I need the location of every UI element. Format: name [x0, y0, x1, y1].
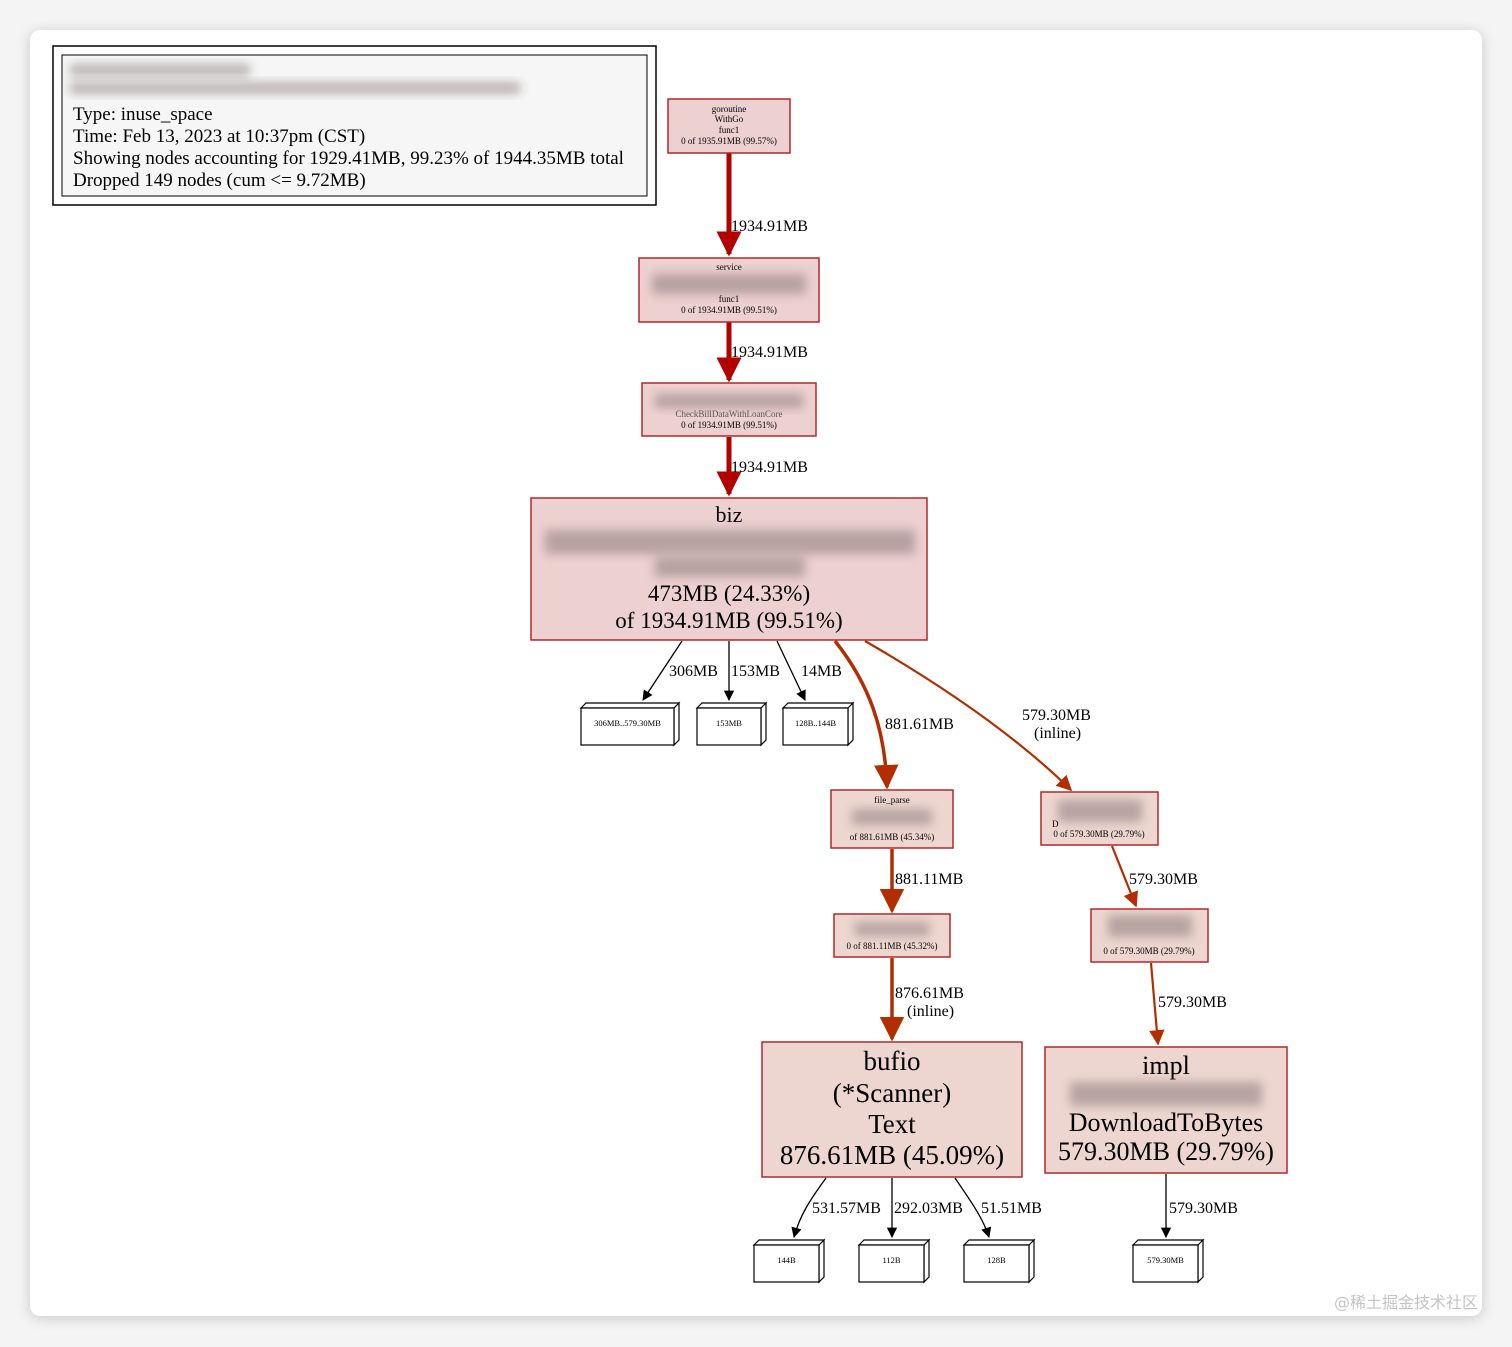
svg-text:DownloadToBytes: DownloadToBytes	[1069, 1108, 1264, 1137]
leaf-biz-3[interactable]: 128B..144B	[781, 701, 855, 747]
node-check[interactable]: CheckBillDataWithLoanCore 0 of 1934.91MB…	[641, 382, 817, 437]
svg-text:biz: biz	[716, 502, 743, 527]
edge-label: 1934.91MB	[731, 218, 808, 235]
edge-label: 1934.91MB	[731, 344, 808, 361]
svg-text:0 of 579.30MB (29.79%): 0 of 579.30MB (29.79%)	[1103, 946, 1194, 956]
svg-text:(*Scanner): (*Scanner)	[833, 1078, 951, 1108]
edge-bufio-leaf3[interactable]	[954, 1177, 992, 1238]
nodes: goroutine WithGo func1 0 of 1935.91MB (9…	[530, 98, 1288, 1178]
leaf-bufio-3[interactable]: 128B	[962, 1238, 1036, 1284]
edge-label: 881.11MB	[895, 871, 963, 888]
node-biz[interactable]: biz 473MB (24.33%) of 1934.91MB (99.51%)	[530, 497, 928, 641]
edge-biz-fileparse[interactable]	[833, 639, 899, 790]
node-bufio-flat: 876.61MB (45.09%)	[780, 1140, 1004, 1170]
svg-text:of 881.61MB (45.34%): of 881.61MB (45.34%)	[850, 832, 935, 842]
leaf-impl-1[interactable]: 579.30MB	[1131, 1238, 1205, 1284]
edge-label: 531.57MB	[812, 1200, 881, 1217]
edge-label: 153MB	[731, 663, 780, 680]
node-file-parse[interactable]: file_parse of 881.61MB (45.34%)	[830, 789, 954, 849]
svg-text:WithGo: WithGo	[715, 114, 744, 124]
callgraph-svg: Type: inuse_space Time: Feb 13, 2023 at …	[52, 45, 1288, 1284]
edge-label: 579.30MB	[1022, 707, 1091, 724]
svg-text:D: D	[1052, 819, 1059, 829]
svg-text:func1: func1	[719, 294, 740, 304]
watermark: @稀土掘金技术社区	[1333, 1293, 1478, 1312]
leaf-bufio-2[interactable]: 112B	[857, 1238, 931, 1284]
edge-label: 579.30MB	[1169, 1200, 1238, 1217]
svg-text:128B: 128B	[987, 1255, 1006, 1265]
node-biz-cum: of 1934.91MB (99.51%)	[615, 608, 842, 633]
svg-text:144B: 144B	[777, 1255, 796, 1265]
edge-biz-right1[interactable]	[864, 640, 1073, 792]
edge-label-inline: (inline)	[907, 1003, 954, 1020]
edge-right1-right2[interactable]	[1110, 845, 1139, 908]
legend: Type: inuse_space Time: Feb 13, 2023 at …	[52, 45, 657, 206]
edge-label: 579.30MB	[1158, 994, 1227, 1011]
edge-label-inline: (inline)	[1034, 725, 1081, 742]
node-goroutine[interactable]: goroutine WithGo func1 0 of 1935.91MB (9…	[667, 98, 791, 154]
legend-type: Type: inuse_space	[73, 104, 213, 125]
svg-text:0 of 1934.91MB (99.51%): 0 of 1934.91MB (99.51%)	[681, 420, 777, 430]
svg-text:306MB..579.30MB: 306MB..579.30MB	[594, 718, 661, 728]
leaf-bufio-1[interactable]: 144B	[752, 1238, 826, 1284]
legend-showing: Showing nodes accounting for 1929.41MB, …	[73, 148, 624, 169]
edge-biz-leaf3[interactable]	[776, 640, 806, 701]
edge-right2-impl[interactable]	[1149, 962, 1165, 1046]
edge-label: 1934.91MB	[731, 459, 808, 476]
edge-label: 14MB	[801, 663, 842, 680]
node-service[interactable]: service func1 0 of 1934.91MB (99.51%)	[638, 257, 820, 323]
svg-text:0 of 881.11MB (45.32%): 0 of 881.11MB (45.32%)	[847, 941, 938, 951]
svg-text:128B..144B: 128B..144B	[795, 718, 836, 728]
node-impl-flat: 579.30MB (29.79%)	[1058, 1137, 1274, 1166]
svg-text:579.30MB: 579.30MB	[1147, 1255, 1184, 1265]
graph-card: Type: inuse_space Time: Feb 13, 2023 at …	[30, 30, 1482, 1316]
svg-text:CheckBillDataWithLoanCore: CheckBillDataWithLoanCore	[675, 409, 782, 419]
legend-time: Time: Feb 13, 2023 at 10:37pm (CST)	[73, 126, 365, 147]
edge-biz-leaf1[interactable]	[642, 640, 683, 701]
node-blurred-a[interactable]: 0 of 881.11MB (45.32%)	[833, 913, 951, 958]
node-right-1[interactable]: D 0 of 579.30MB (29.79%)	[1040, 791, 1159, 846]
node-right-2[interactable]: 0 of 579.30MB (29.79%)	[1090, 908, 1209, 963]
edges: 1934.91MB 1934.91MB 1934.91MB 306MB 153M…	[642, 153, 1238, 1239]
node-bufio[interactable]: bufio (*Scanner) Text 876.61MB (45.09%)	[761, 1041, 1023, 1178]
svg-text:goroutine: goroutine	[712, 104, 747, 114]
svg-text:Text: Text	[868, 1109, 916, 1139]
svg-text:153MB: 153MB	[716, 718, 742, 728]
leaf-biz-1[interactable]: 306MB..579.30MB	[579, 701, 681, 747]
svg-text:0 of 579.30MB (29.79%): 0 of 579.30MB (29.79%)	[1053, 829, 1144, 839]
leaf-biz-2[interactable]: 153MB	[695, 701, 768, 747]
svg-text:bufio: bufio	[864, 1046, 921, 1076]
svg-text:func1: func1	[719, 125, 740, 135]
svg-text:0 of 1934.91MB (99.51%): 0 of 1934.91MB (99.51%)	[681, 305, 777, 315]
svg-text:impl: impl	[1142, 1051, 1190, 1080]
edge-label: 306MB	[669, 663, 718, 680]
svg-text:112B: 112B	[882, 1255, 900, 1265]
node-impl[interactable]: impl DownloadToBytes 579.30MB (29.79%)	[1044, 1046, 1288, 1174]
edge-label: 876.61MB	[895, 985, 964, 1002]
legend-dropped: Dropped 149 nodes (cum <= 9.72MB)	[73, 170, 366, 191]
node-biz-flat: 473MB (24.33%)	[648, 581, 810, 606]
edge-label: 292.03MB	[894, 1200, 963, 1217]
svg-text:0 of 1935.91MB (99.57%): 0 of 1935.91MB (99.57%)	[681, 136, 777, 146]
svg-text:file_parse: file_parse	[874, 795, 909, 805]
edge-label: 51.51MB	[981, 1200, 1042, 1217]
edge-label: 579.30MB	[1129, 871, 1198, 888]
leaves: 306MB..579.30MB 153MB 128B..144B 144B 11…	[579, 701, 1205, 1284]
edge-label: 881.61MB	[885, 716, 954, 733]
svg-text:service: service	[716, 262, 741, 272]
edge-bufio-leaf1[interactable]	[791, 1177, 827, 1239]
